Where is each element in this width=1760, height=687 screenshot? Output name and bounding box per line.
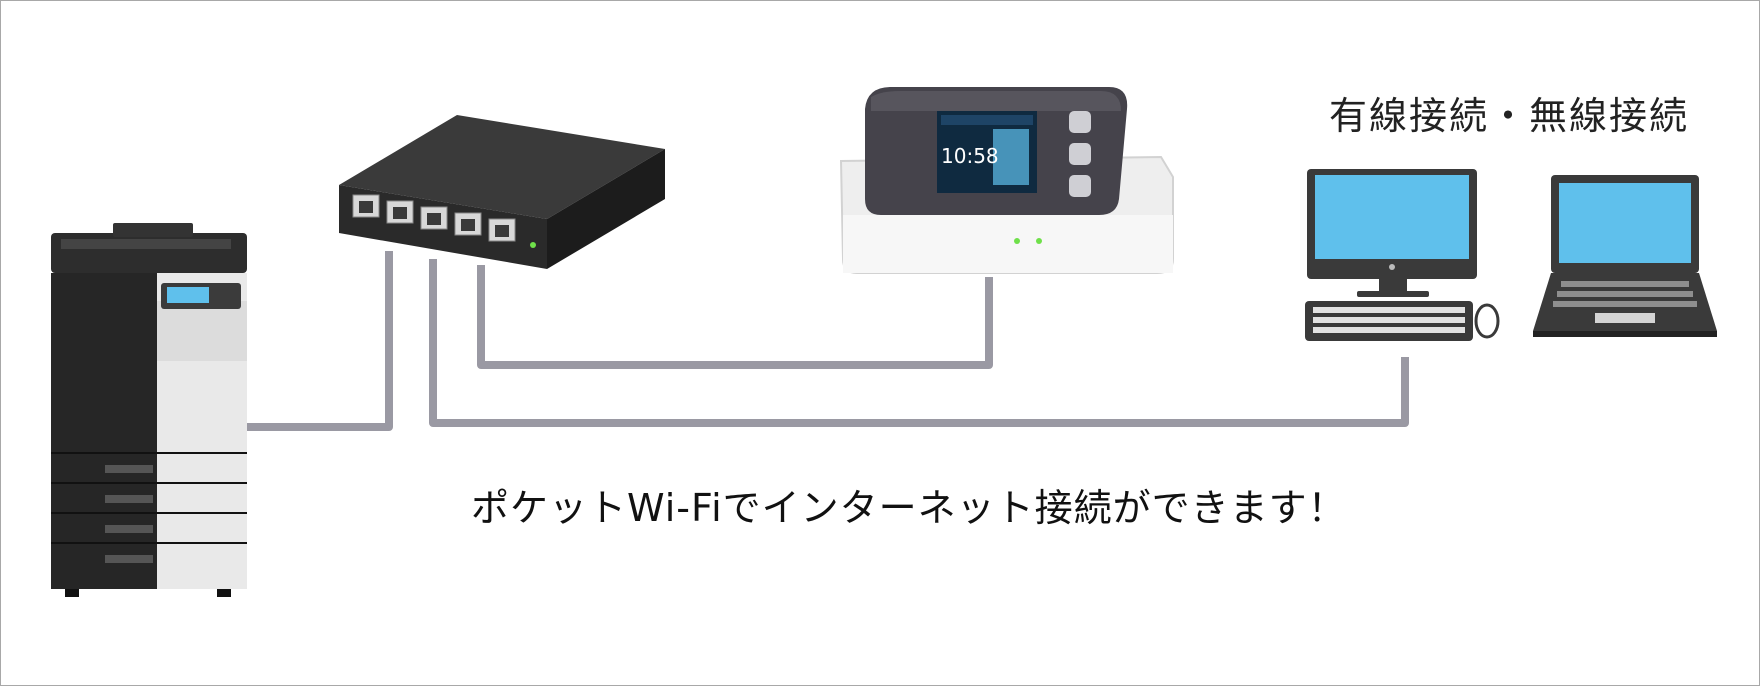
- router-screen-time: 10:58: [941, 144, 999, 168]
- pocket-wifi-router-icon: 10:58: [839, 87, 1174, 274]
- connection-type-label: 有線接続・無線接続: [1329, 94, 1690, 138]
- printer-icon: [51, 223, 247, 597]
- desktop-pc-icon: [1305, 169, 1500, 341]
- cable-printer-switch: [245, 251, 393, 431]
- cables: [245, 251, 1409, 431]
- network-switch-icon: [339, 115, 665, 269]
- cable-switch-desktop: [429, 259, 1409, 427]
- diagram-caption: ポケットWi-Fiでインターネット接続ができます！: [471, 486, 1347, 530]
- laptop-icon: [1533, 175, 1717, 337]
- cable-switch-router: [477, 265, 993, 369]
